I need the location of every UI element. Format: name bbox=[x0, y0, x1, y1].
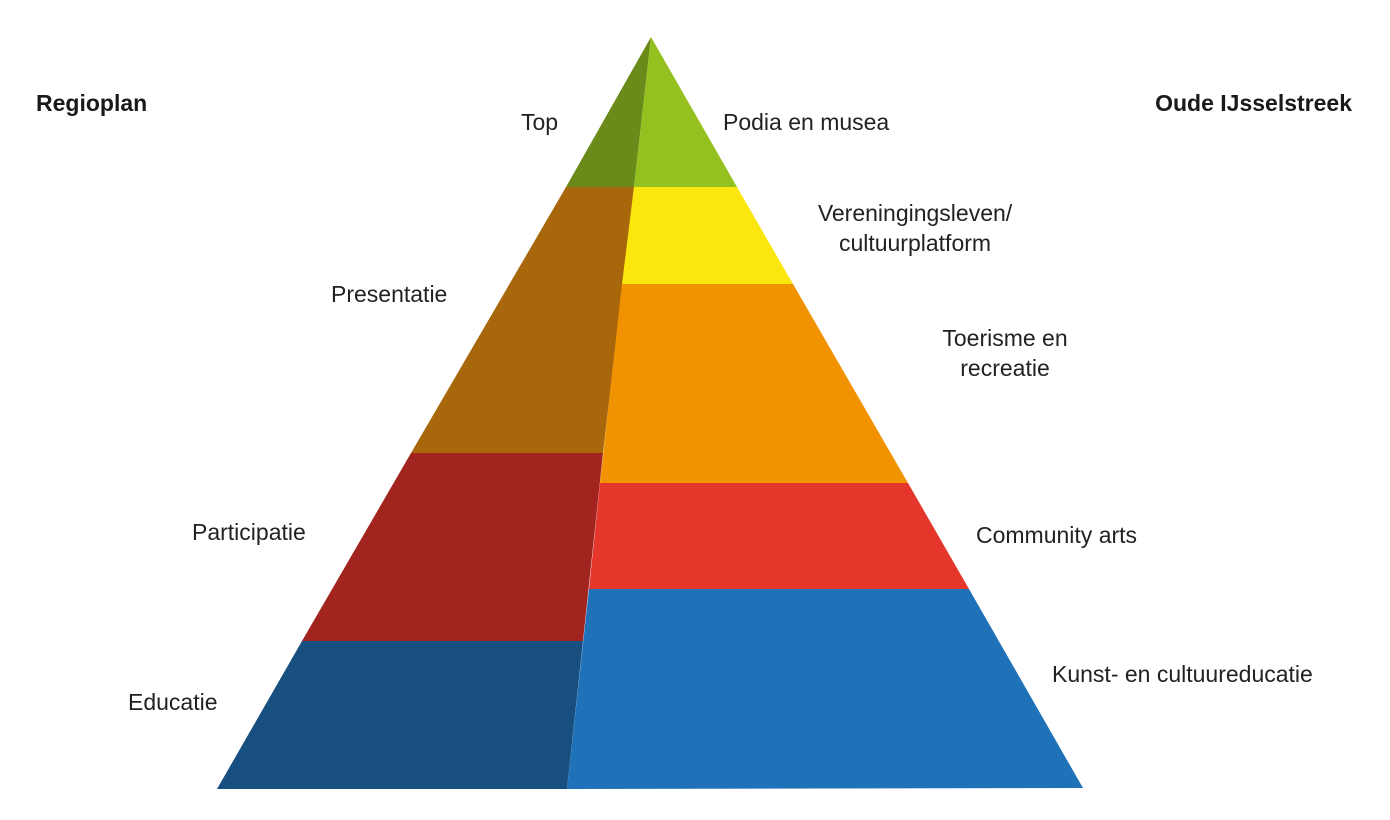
label-top: Top bbox=[521, 109, 559, 135]
right-level-podia bbox=[634, 37, 737, 187]
label-participatie: Participatie bbox=[192, 519, 306, 545]
label-toerisme: Toerisme en recreatie bbox=[942, 325, 1068, 381]
right-level-community bbox=[589, 483, 969, 589]
label-podia-en-musea: Podia en musea bbox=[723, 109, 890, 135]
left-level-participatie bbox=[302, 453, 603, 641]
right-level-toerisme bbox=[600, 284, 908, 483]
left-header: Regioplan bbox=[36, 90, 148, 116]
left-level-presentatie bbox=[411, 187, 634, 453]
left-level-educatie bbox=[217, 641, 583, 789]
label-community-arts: Community arts bbox=[976, 522, 1138, 548]
label-verenigingsleven: Vereningingsleven/ cultuurplatform bbox=[817, 200, 1013, 256]
label-educatie: Educatie bbox=[128, 689, 218, 715]
right-level-verenigingsleven bbox=[622, 187, 793, 284]
label-kunsteducatie: Kunst- en cultuureducatie bbox=[1052, 661, 1313, 687]
label-presentatie: Presentatie bbox=[331, 281, 448, 307]
right-header: Oude IJsselstreek bbox=[1155, 90, 1352, 116]
right-level-kunsteducatie bbox=[567, 589, 1083, 789]
left-level-top bbox=[566, 37, 651, 187]
